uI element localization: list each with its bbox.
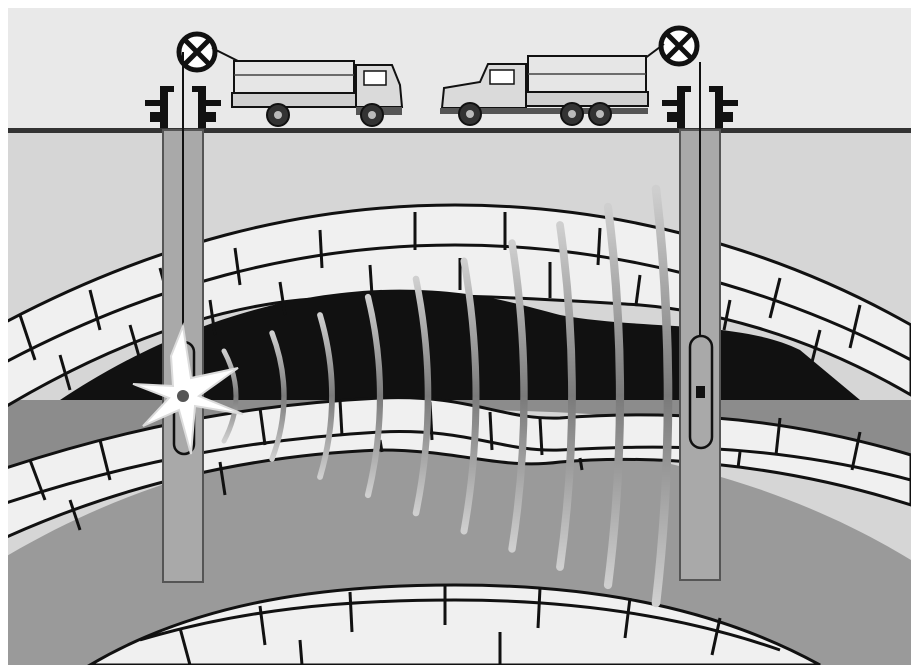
pulley-icon [179,34,215,70]
ground-surface-line [0,128,911,133]
pulley-icon [661,28,697,64]
geophone-receiver-icon [690,336,712,448]
